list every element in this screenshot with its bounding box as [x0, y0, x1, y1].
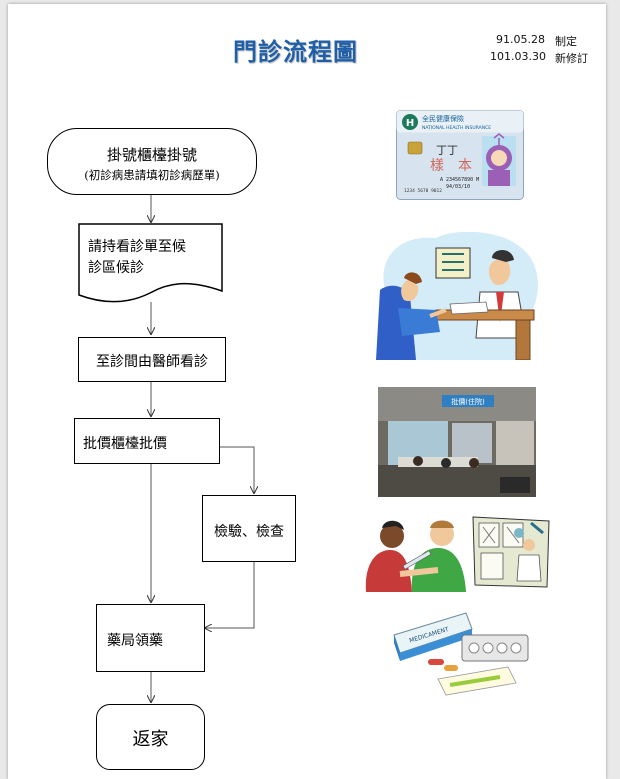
svg-text:批價(住院): 批價(住院) [451, 397, 485, 406]
card-glyphs: 丁丁 [436, 144, 458, 157]
card-id: A 234567890 M [440, 177, 479, 183]
clinic-sign [442, 395, 494, 407]
home-label: 返家 [132, 729, 169, 750]
card-photo-icon [482, 133, 516, 186]
patient-chair [376, 285, 416, 360]
syringe-icon [402, 550, 432, 570]
card-number: 1234 5678 9012 [404, 188, 442, 194]
card-subtitle: NATIONAL HEALTH INSURANCE [422, 125, 491, 131]
wait-document-shape [78, 223, 223, 303]
pharmacy-box: 藥局領藥 [96, 604, 205, 672]
revision-label-2: 新修訂 [555, 52, 588, 65]
blood-test-illustration [365, 520, 466, 592]
revision-label-1: 制定 [555, 35, 577, 48]
registration-box: 掛號櫃檯掛號 (初診病患請填初診病歷單) [47, 128, 257, 195]
registration-title: 掛號櫃檯掛號 [106, 146, 197, 164]
nhi-logo-icon [402, 114, 418, 130]
home-box: 返家 [96, 704, 205, 770]
doctor-consultation-illustration [376, 232, 538, 360]
arrow-billing-to-lab [219, 446, 254, 493]
lab-box: 檢驗、檢查 [202, 495, 296, 562]
pharmacy-label: 藥局領藥 [107, 633, 163, 649]
registration-note: (初診病患請填初診病歷單) [84, 168, 220, 182]
doctor-head [488, 258, 511, 286]
flow-connectors [8, 194, 606, 779]
flowchart-page: 門診流程圖 91.05.28 制定 101.03.30 新修訂 掛號櫃檯掛號 (… [8, 4, 606, 779]
clinic-interior-photo: 批價(住院) [378, 387, 536, 497]
blister-pack-icon [461, 634, 529, 662]
page-title: 門診流程圖 [233, 37, 358, 66]
health-card-illustration: H 全民健康保險 NATIONAL HEALTH INSURANCE 丁丁 樣 … [396, 110, 524, 200]
consult-box: 至診間由醫師看診 [78, 337, 226, 382]
medicine-illustration: MEDICAMENT [393, 612, 529, 696]
patient-head [401, 280, 419, 302]
revision-date-2: 101.03.30 [490, 50, 546, 63]
card-date: 94/03/10 [446, 184, 470, 190]
arrow-lab-to-pharmacy [205, 562, 255, 628]
xray-exam-illustration [472, 516, 550, 588]
svg-text:H: H [406, 118, 414, 129]
lab-label: 檢驗、檢查 [214, 524, 284, 540]
wait-line-2: 診區候診 [88, 260, 144, 276]
billing-label: 批價櫃檯批價 [83, 436, 167, 452]
wait-line-1: 請持看診單至候 [88, 239, 186, 255]
revision-date-1: 91.05.28 [496, 33, 545, 46]
card-stamp: 樣 本 [430, 157, 472, 174]
card-chip-icon [407, 141, 423, 155]
consult-label: 至診間由醫師看診 [96, 354, 208, 370]
billing-box: 批價櫃檯批價 [74, 418, 220, 464]
card-name: 全民健康保險 [422, 114, 464, 123]
